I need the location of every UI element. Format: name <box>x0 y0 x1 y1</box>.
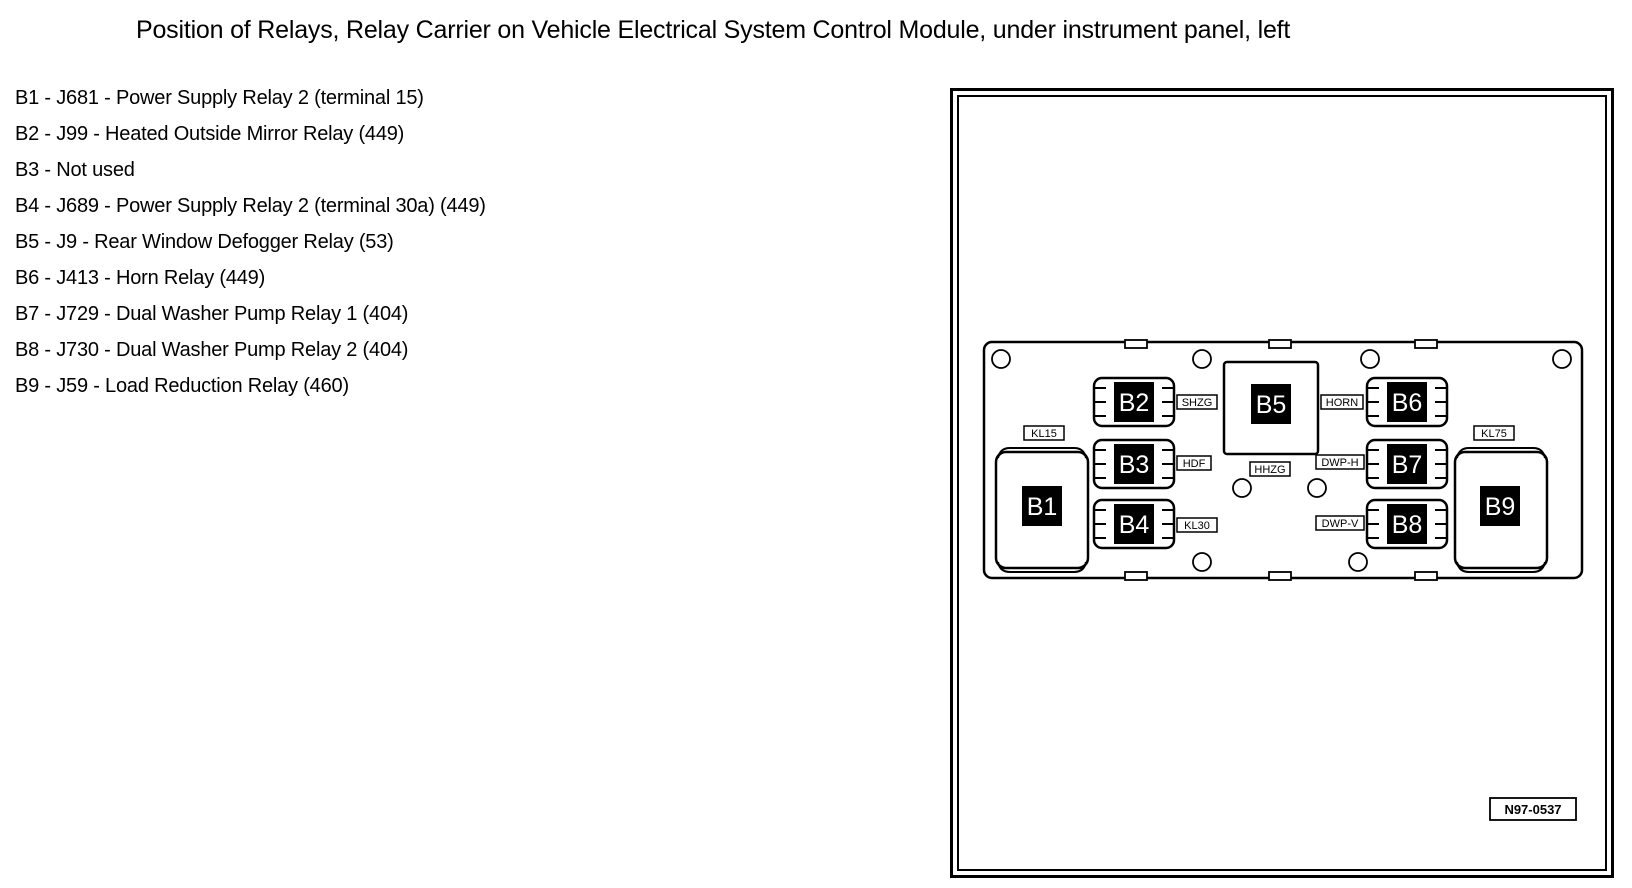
legend-item-b8: B8 - J730 - Dual Washer Pump Relay 2 (40… <box>15 339 409 361</box>
relay-legend: B1 - J681 - Power Supply Relay 2 (termin… <box>15 84 486 408</box>
relay-carrier: B1 B9 B5 B2 <box>982 339 1584 581</box>
slot-label-b6: B6 <box>1392 389 1423 417</box>
tag-horn: HORN <box>1320 394 1364 410</box>
figure-reference: N97-0537 <box>1489 797 1577 821</box>
tag-dwp-h: DWP-H <box>1315 454 1365 470</box>
tag-kl75: KL75 <box>1473 425 1515 441</box>
legend-item-b7: B7 - J729 - Dual Washer Pump Relay 1 (40… <box>15 303 409 325</box>
svg-text:DWP-V: DWP-V <box>1322 518 1359 530</box>
mount-hole <box>1307 478 1327 498</box>
slot-label-b2: B2 <box>1119 389 1150 417</box>
edge-clip <box>1414 571 1438 581</box>
relay-slot-b9: B9 <box>1453 447 1549 573</box>
tag-hdf: HDF <box>1176 455 1212 471</box>
mount-hole <box>1192 552 1212 572</box>
legend-item-b9: B9 - J59 - Load Reduction Relay (460) <box>15 375 349 397</box>
edge-clip <box>1414 339 1438 349</box>
relay-slot-b5: B5 <box>1222 360 1320 456</box>
relay-slot-b8: B8 <box>1365 498 1449 550</box>
relay-slot-b6: B6 <box>1365 376 1449 428</box>
mount-hole <box>1348 552 1368 572</box>
slot-label-b1: B1 <box>1027 493 1058 521</box>
tag-shzg: SHZG <box>1176 394 1218 410</box>
legend-item-b1: B1 - J681 - Power Supply Relay 2 (termin… <box>15 87 424 109</box>
tag-dwp-v: DWP-V <box>1315 515 1365 531</box>
tag-hhzg: HHZG <box>1249 461 1291 477</box>
mount-hole <box>991 349 1011 369</box>
frame-outer <box>950 88 1614 878</box>
mount-hole <box>1192 349 1212 369</box>
svg-text:HORN: HORN <box>1326 397 1358 409</box>
relay-slot-b7: B7 <box>1365 438 1449 490</box>
slot-label-b8: B8 <box>1392 511 1423 539</box>
mount-hole <box>1232 478 1252 498</box>
slot-label-b3: B3 <box>1119 451 1150 479</box>
svg-text:HHZG: HHZG <box>1254 464 1285 476</box>
relay-slot-b4: B4 <box>1092 498 1176 550</box>
edge-clip <box>1268 571 1292 581</box>
page-title: Position of Relays, Relay Carrier on Veh… <box>136 16 1291 44</box>
edge-clip <box>1124 571 1148 581</box>
carrier-outline <box>982 340 1584 580</box>
svg-text:DWP-H: DWP-H <box>1321 457 1358 469</box>
diagram-svg: B1 B9 B5 B2 <box>950 88 1614 878</box>
tag-kl30: KL30 <box>1176 517 1218 533</box>
relay-slot-b3: B3 <box>1092 438 1176 490</box>
legend-item-b5: B5 - J9 - Rear Window Defogger Relay (53… <box>15 231 394 253</box>
tag-kl15: KL15 <box>1023 425 1065 441</box>
mount-hole <box>1360 349 1380 369</box>
relay-slot-b1: B1 <box>994 447 1090 573</box>
edge-clip <box>1124 339 1148 349</box>
frame-inner <box>957 95 1607 871</box>
edge-clip <box>1268 339 1292 349</box>
relay-carrier-diagram: B1 B9 B5 B2 <box>950 88 1614 878</box>
relay-slot-b2: B2 <box>1092 376 1176 428</box>
svg-text:HDF: HDF <box>1183 458 1206 470</box>
legend-item-b6: B6 - J413 - Horn Relay (449) <box>15 267 266 289</box>
svg-text:SHZG: SHZG <box>1182 397 1213 409</box>
slot-label-b5: B5 <box>1256 391 1287 419</box>
slot-label-b7: B7 <box>1392 451 1423 479</box>
slot-label-b4: B4 <box>1119 511 1150 539</box>
legend-item-b4: B4 - J689 - Power Supply Relay 2 (termin… <box>15 195 486 217</box>
svg-text:KL15: KL15 <box>1031 428 1057 440</box>
svg-text:N97-0537: N97-0537 <box>1504 802 1561 817</box>
svg-text:KL75: KL75 <box>1481 428 1507 440</box>
svg-text:KL30: KL30 <box>1184 520 1210 532</box>
legend-item-b3: B3 - Not used <box>15 159 135 181</box>
legend-item-b2: B2 - J99 - Heated Outside Mirror Relay (… <box>15 123 405 145</box>
mount-hole <box>1552 349 1572 369</box>
slot-label-b9: B9 <box>1485 493 1516 521</box>
